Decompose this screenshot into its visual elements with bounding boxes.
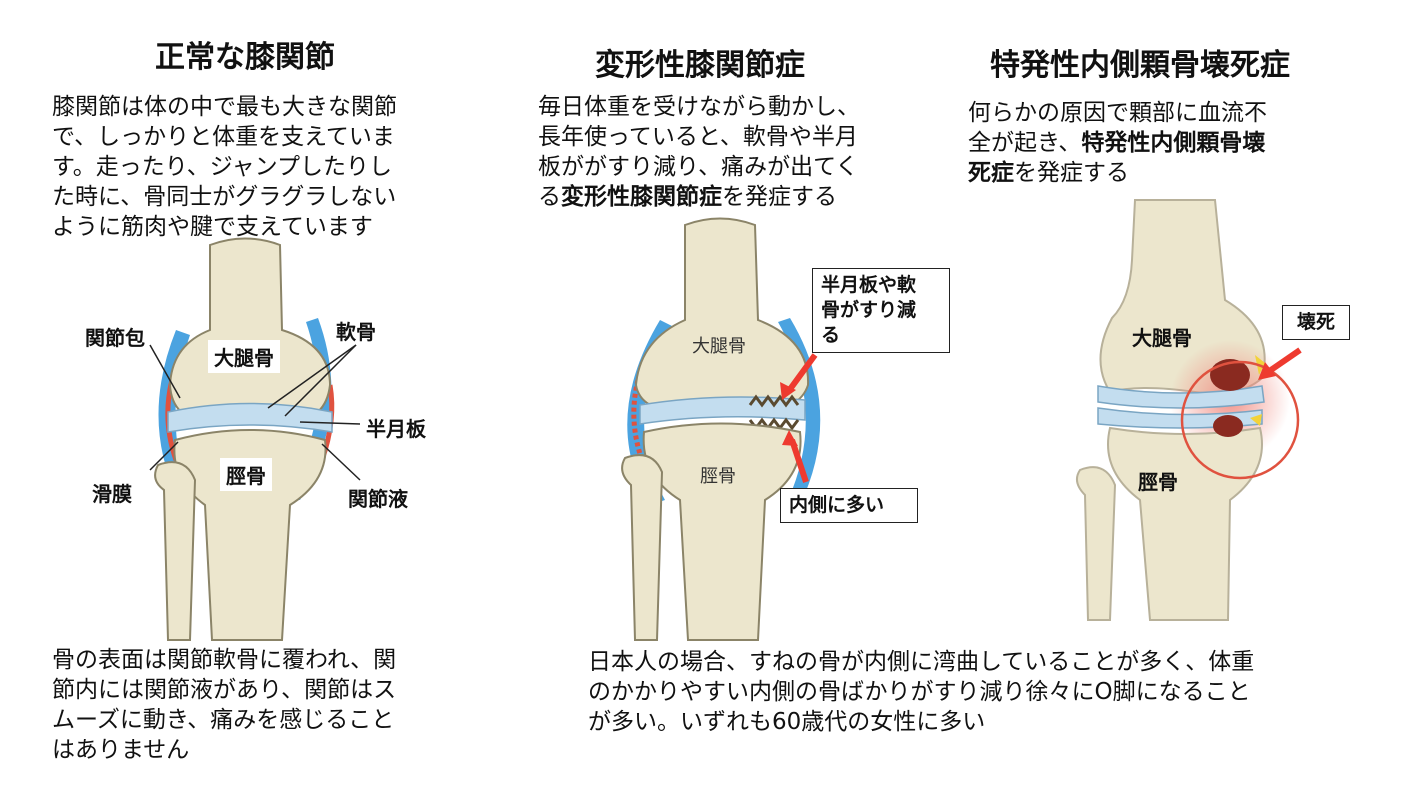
bottom-line: はありません <box>52 737 190 763</box>
desc-line: 全が起き、特発性内側顆骨壊 <box>968 130 1266 156</box>
bottom-line: ムーズに動き、痛みを感じること <box>52 707 395 733</box>
desc-line: た時に、骨同士がグラグラしない <box>52 184 397 210</box>
callout-medial: 内側に多い <box>780 488 918 523</box>
arrow-necrosis-head <box>1258 362 1276 380</box>
cartilage-band <box>1097 385 1265 409</box>
bottom-line: 日本人の場合、すねの骨が内側に湾曲していることが多く、体重 <box>588 649 1255 675</box>
arrow-medial-head <box>782 430 798 446</box>
highlight-circle <box>1180 360 1300 480</box>
son-description: 何らかの原因で顆部に血流不 全が起き、特発性内側顆骨壊 死症を発症する <box>968 98 1348 188</box>
oa-description: 毎日体重を受けながら動かし、 長年使っていると、軟骨や半月 板ががすり減り、痛み… <box>538 92 938 212</box>
normal-knee-title: 正常な膝関節 <box>155 40 335 75</box>
normal-knee-bottom-text: 骨の表面は関節軟骨に覆われ、関 節内には関節液があり、関節はス ムーズに動き、痛… <box>52 645 472 765</box>
fibula-bone <box>154 461 197 641</box>
oa-title: 変形性膝関節症 <box>595 48 805 83</box>
tibia-bone <box>1107 426 1263 621</box>
oa-label-femur: 大腿骨 <box>692 336 746 357</box>
desc-line: 死症を発症する <box>968 160 1129 186</box>
son-label-tibia: 脛骨 <box>1138 470 1178 494</box>
bottom-line: 骨の表面は関節軟骨に覆われ、関 <box>52 647 397 673</box>
bottom-line: 節内には関節液があり、関節はス <box>52 677 397 703</box>
callout-necrosis: 壊死 <box>1282 305 1350 340</box>
label-meniscus: 半月板 <box>366 417 426 441</box>
fibula-bone <box>1075 466 1117 621</box>
label-femur: 大腿骨 <box>208 340 280 373</box>
son-title: 特発性内側顆骨壊死症 <box>990 48 1290 83</box>
desc-line: ように筋肉や腱で支えています <box>52 214 373 240</box>
oa-label-tibia: 脛骨 <box>700 466 736 487</box>
arrow-medial <box>789 439 809 483</box>
label-joint-capsule: 関節包 <box>85 326 145 350</box>
necrosis-lesion <box>1210 359 1250 391</box>
label-synovial-fluid: 関節液 <box>348 487 408 511</box>
arrow-wear-head <box>780 382 796 400</box>
necrosis-yellow <box>1250 414 1262 426</box>
oa-term: 変形性膝関節症 <box>561 184 722 210</box>
son-term: 特発性内側顆骨壊 <box>1081 130 1266 156</box>
desc-line: で、しっかりと体重を支えていま <box>52 124 395 150</box>
callout-wear: 半月板や軟 骨がすり減 る <box>812 268 950 353</box>
desc-line: す。走ったり、ジャンプしたりし <box>52 154 392 180</box>
necrosis-lesion <box>1213 415 1243 437</box>
bottom-right-text: 日本人の場合、すねの骨が内側に湾曲していることが多く、体重 のかかりやすい内側の… <box>588 647 1388 737</box>
desc-line: 膝関節は体の中で最も大きな関節 <box>52 94 397 120</box>
label-synovium: 滑膜 <box>92 482 132 506</box>
arrow-necrosis <box>1266 347 1302 375</box>
arrow-wear <box>785 353 818 394</box>
bottom-line: が多い。いずれも60歳代の女性に多い <box>588 709 986 735</box>
son-term: 死症 <box>968 160 1014 186</box>
desc-line: る変形性膝関節症を発症する <box>538 184 837 210</box>
desc-line: 長年使っていると、軟骨や半月 <box>538 124 858 150</box>
son-label-femur: 大腿骨 <box>1132 326 1192 350</box>
fibula-bone <box>621 454 664 641</box>
bottom-line: のかかりやすい内側の骨ばかりがすり減り徐々にO脚になること <box>588 679 1251 705</box>
desc-line: 板ががすり減り、痛みが出てく <box>538 154 859 180</box>
normal-knee-description: 膝関節は体の中で最も大きな関節 で、しっかりと体重を支えていま す。走ったり、ジ… <box>52 92 472 242</box>
label-cartilage: 軟骨 <box>336 320 376 344</box>
desc-line: 何らかの原因で顆部に血流不 <box>968 100 1267 126</box>
worn-meniscus-zigzag <box>748 394 800 408</box>
label-tibia: 脛骨 <box>220 458 272 491</box>
desc-line: 毎日体重を受けながら動かし、 <box>538 94 860 120</box>
